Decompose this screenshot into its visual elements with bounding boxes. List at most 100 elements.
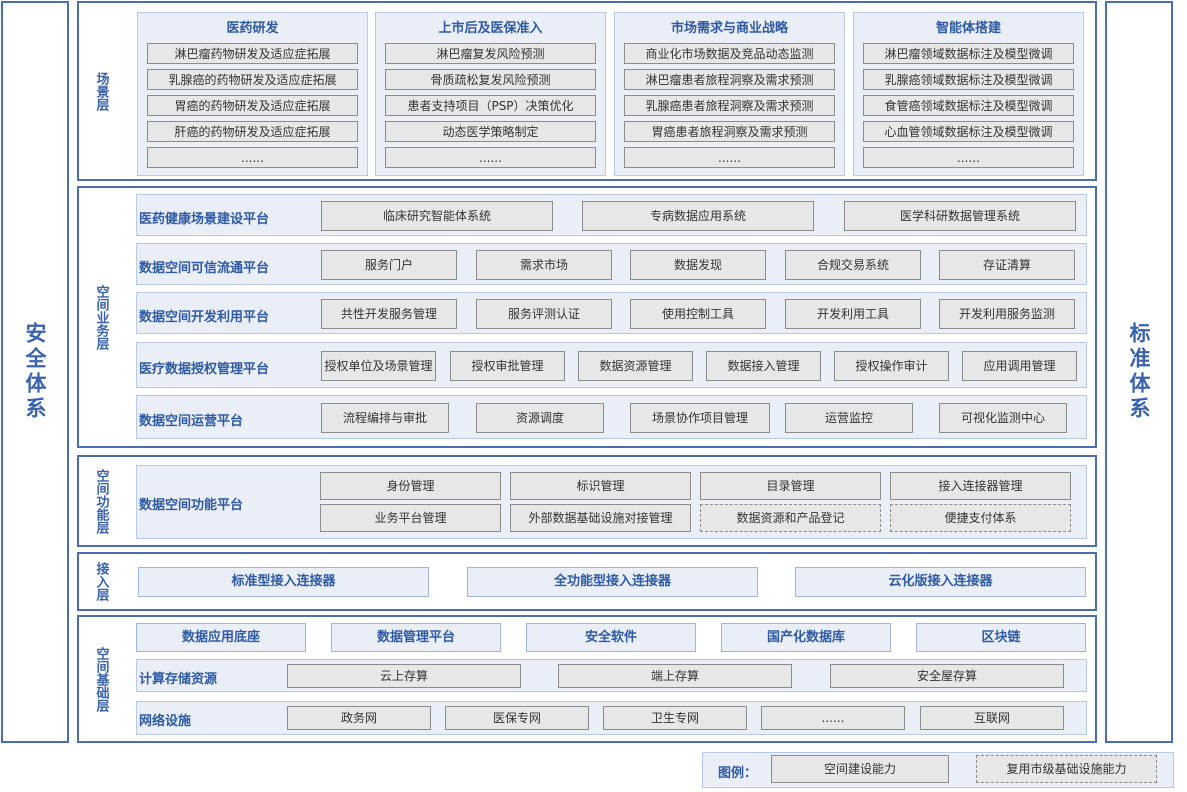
scene-layer: 场景层 医药研发淋巴瘤药物研发及适应症拓展乳腺癌的药物研发及适应症拓展胃癌的药物… [77,1,1097,181]
compute-row: 计算存储资源 云上存算端上存算安全屋存算 [136,659,1087,692]
business-platform-row: 数据空间可信流通平台服务门户需求市场数据发现合规交易系统存证清算 [136,243,1087,285]
network-item: 政务网 [287,706,431,730]
function-platform-title: 数据空间功能平台 [139,498,244,513]
compute-item: 云上存算 [287,664,521,688]
business-item: 数据接入管理 [706,351,821,381]
scene-item: 淋巴瘤药物研发及适应症拓展 [147,43,358,64]
business-item: 流程编排与审批 [321,403,449,433]
business-item: 授权单位及场景管理 [321,351,436,381]
scene-item: ...... [385,147,596,168]
scene-item: 乳腺癌领域数据标注及模型微调 [863,69,1074,90]
access-layer: 接入层 标准型接入连接器全功能型接入连接器云化版接入连接器 [77,552,1097,611]
business-item: 运营监控 [785,403,913,433]
legend-solid-box: 空间建设能力 [771,755,949,783]
business-item: 临床研究智能体系统 [321,201,553,231]
scene-item: 淋巴瘤患者旅程洞察及需求预测 [624,69,835,90]
scene-panel-title: 智能体搭建 [935,21,1001,36]
scene-item: 乳腺癌的药物研发及适应症拓展 [147,69,358,90]
network-row: 网络设施 政务网医保专网卫生专网...... 互联网 [136,701,1087,735]
business-platform-title: 医药健康场景建设平台 [139,212,270,227]
access-connector: 云化版接入连接器 [795,567,1086,597]
scene-panel-title: 上市后及医保准入 [438,21,543,36]
scene-item: 胃癌患者旅程洞察及需求预测 [624,121,835,142]
network-item: 医保专网 [445,706,589,730]
business-item: 可视化监测中心 [939,403,1067,433]
scene-item: ...... [624,147,835,168]
function-item: 接入连接器管理 [890,472,1071,500]
business-item: 存证清算 [939,250,1075,280]
function-item-reused: 便捷支付体系 [890,504,1071,532]
infra-component: 数据管理平台 [331,623,501,652]
function-item: 目录管理 [700,472,881,500]
infra-component: 数据应用底座 [136,623,306,652]
scene-panel-title: 市场需求与商业战略 [670,21,788,36]
function-item-reused: 数据资源和产品登记 [700,504,881,532]
business-platform-row: 数据空间开发利用平台共性开发服务管理服务评测认证使用控制工具开发利用工具开发利用… [136,292,1087,334]
scene-panel: 智能体搭建淋巴瘤领域数据标注及模型微调乳腺癌领域数据标注及模型微调食管癌领域数据… [853,12,1084,176]
business-item: 场景协作项目管理 [630,403,770,433]
scene-item: ...... [147,147,358,168]
security-system-label: 安全体系 [23,322,47,422]
business-layer-label-text: 空间业务层 [93,284,109,350]
network-row-title: 网络设施 [139,714,192,729]
business-item: 需求市场 [476,250,612,280]
standard-system-label: 标准体系 [1127,322,1151,422]
business-item: 合规交易系统 [785,250,921,280]
business-platform-row: 数据空间运营平台 流程编排与审批资源调度场景协作项目管理运营监控可视化监测中心 [136,395,1087,439]
business-platform-title: 医疗数据授权管理平台 [139,362,270,377]
scene-item: 动态医学策略制定 [385,121,596,142]
business-item: 数据资源管理 [578,351,693,381]
business-platform-row: 医疗数据授权管理平台 授权单位及场景管理授权审批管理数据资源管理数据接入管理授权操… [136,342,1087,388]
function-item: 业务平台管理 [320,504,501,532]
access-connector: 全功能型接入连接器 [467,567,758,597]
business-item: 开发利用服务监测 [939,299,1075,329]
legend: 图例： 空间建设能力 复用市级基础设施能力 [702,752,1174,788]
scene-item: 心血管领域数据标注及模型微调 [863,121,1074,142]
business-item: 开发利用工具 [785,299,921,329]
network-item: 互联网 [920,706,1064,730]
function-layer-label-text: 空间功能层 [93,468,109,534]
infra-component: 安全软件 [526,623,696,652]
business-layer-label: 空间业务层 [79,188,123,446]
network-item: ...... [761,706,905,730]
compute-row-title: 计算存储资源 [139,672,218,687]
business-item: 授权操作审计 [834,351,949,381]
compute-item: 端上存算 [558,664,792,688]
business-item: 服务门户 [321,250,457,280]
legend-dashed-box: 复用市级基础设施能力 [976,755,1157,783]
scene-item: 商业化市场数据及竞品动态监测 [624,43,835,64]
scene-item: 淋巴瘤领域数据标注及模型微调 [863,43,1074,64]
scene-item: ...... [863,147,1074,168]
scene-item: 食管癌领域数据标注及模型微调 [863,95,1074,116]
access-layer-label: 接入层 [79,554,123,609]
function-layer-label: 空间功能层 [79,457,123,545]
infrastructure-layer: 空间基础层 数据应用底座数据管理平台安全软件国产化数据库区块链 计算存储资源 云… [77,615,1097,743]
scene-item: 淋巴瘤复发风险预测 [385,43,596,64]
scene-panel: 市场需求与商业战略商业化市场数据及竞品动态监测淋巴瘤患者旅程洞察及需求预测乳腺癌… [614,12,845,176]
scene-panel: 医药研发淋巴瘤药物研发及适应症拓展乳腺癌的药物研发及适应症拓展胃癌的药物研发及适… [137,12,368,176]
business-item: 服务评测认证 [476,299,612,329]
business-platform-title: 数据空间开发利用平台 [139,310,270,325]
security-system-bar: 安全体系 [1,1,69,743]
scene-item: 患者支持项目（PSP）决策优化 [385,95,596,116]
scene-panel: 上市后及医保准入淋巴瘤复发风险预测骨质疏松复发风险预测患者支持项目（PSP）决策… [375,12,606,176]
business-item: 授权审批管理 [450,351,565,381]
standard-system-bar: 标准体系 [1105,1,1173,743]
business-item: 专病数据应用系统 [582,201,814,231]
business-item: 医学科研数据管理系统 [844,201,1076,231]
network-item: 卫生专网 [603,706,747,730]
business-platform-title: 数据空间运营平台 [139,414,244,429]
access-layer-label-text: 接入层 [93,562,109,601]
infra-component: 国产化数据库 [721,623,891,652]
function-layer: 空间功能层 数据空间功能平台 身份管理标识管理目录管理接入连接器管理业务平台管理… [77,455,1097,547]
function-item: 标识管理 [510,472,691,500]
function-platform-row: 数据空间功能平台 身份管理标识管理目录管理接入连接器管理业务平台管理外部数据基础… [136,465,1087,539]
business-platform-title: 数据空间可信流通平台 [139,261,270,276]
function-item: 外部数据基础设施对接管理 [510,504,691,532]
business-item: 应用调用管理 [962,351,1077,381]
infrastructure-layer-label: 空间基础层 [79,617,123,741]
scene-layer-label-text: 场景层 [93,71,109,111]
business-item: 资源调度 [476,403,604,433]
scene-item: 乳腺癌患者旅程洞察及需求预测 [624,95,835,116]
business-item: 使用控制工具 [630,299,766,329]
